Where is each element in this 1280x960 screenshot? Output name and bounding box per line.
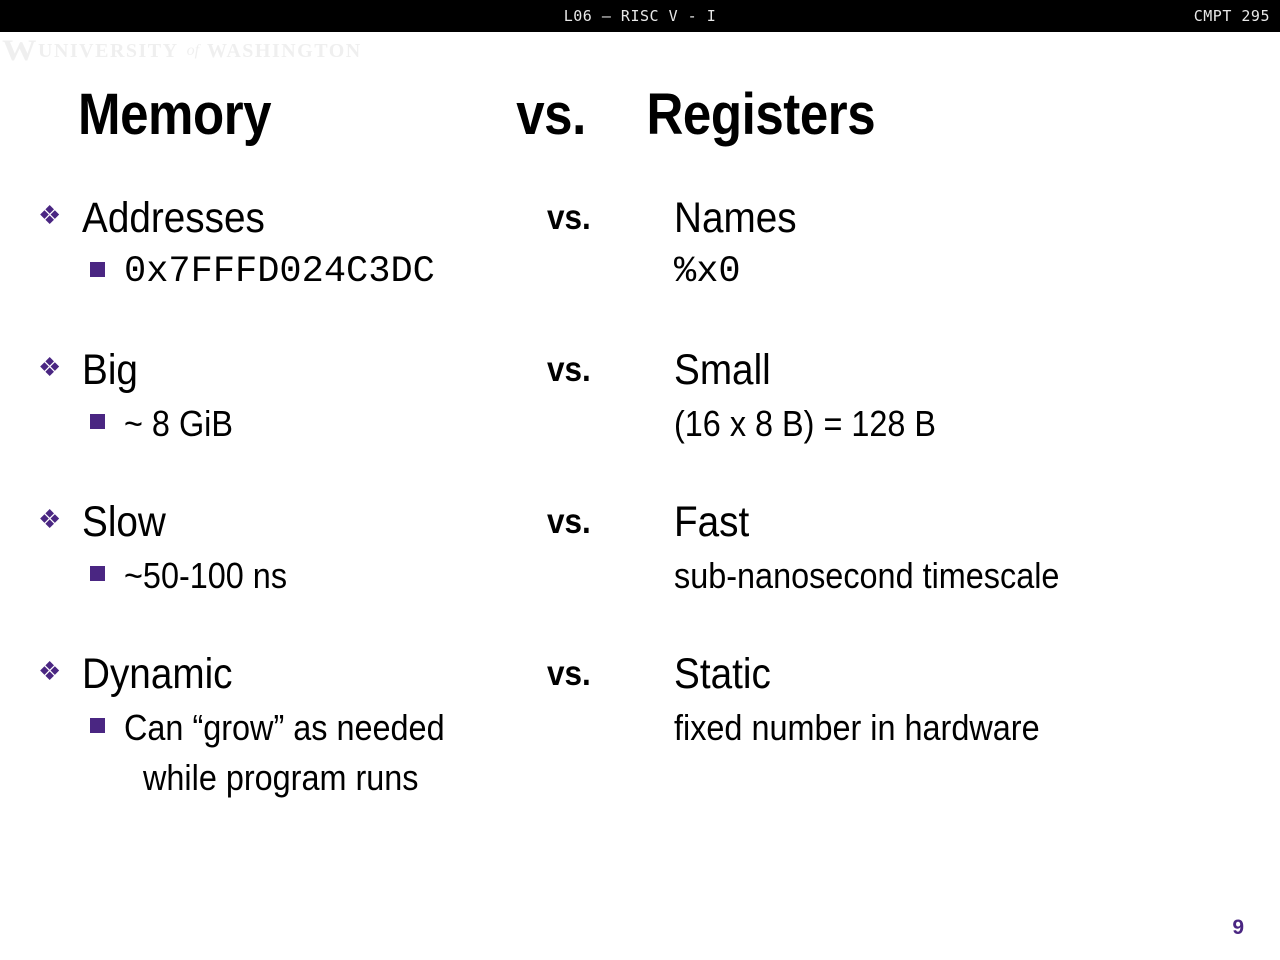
row-vs-label: vs.: [547, 654, 591, 693]
comparison-row-headline: ❖ Dynamic vs. Static: [0, 646, 1280, 702]
row-right-term: Small: [674, 346, 771, 394]
row-vs-label: vs.: [547, 350, 591, 389]
row-left-detail: ~ 8 GiB: [124, 403, 233, 444]
row-left-detail: ~50-100 ns: [124, 555, 288, 596]
comparison-row-headline: ❖ Addresses vs. Names: [0, 190, 1280, 246]
slide-title-vs: vs.: [516, 82, 586, 147]
row-right-term: Static: [674, 650, 771, 698]
row-left-term: Big: [82, 346, 138, 394]
slide-title-left: Memory: [78, 82, 272, 147]
diamond-bullet-icon: ❖: [38, 200, 62, 230]
slide-title: Memory vs. Registers: [78, 82, 1064, 148]
row-left-term: Dynamic: [82, 650, 233, 698]
comparison-row-detail: 0x7FFFD024C3DC %x0: [0, 246, 1280, 298]
slide-body: ❖ Addresses vs. Names 0x7FFFD024C3DC %x0…: [0, 190, 1280, 798]
row-right-detail: sub-nanosecond timescale: [674, 555, 1060, 596]
row-spacer: [0, 602, 1280, 646]
row-right-detail: %x0: [674, 251, 741, 293]
comparison-row: ❖ Addresses vs. Names 0x7FFFD024C3DC %x0: [0, 190, 1280, 342]
comparison-row-headline: ❖ Big vs. Small: [0, 342, 1280, 398]
diamond-bullet-icon: ❖: [38, 504, 62, 534]
comparison-row: ❖ Dynamic vs. Static Can “grow” as neede…: [0, 646, 1280, 798]
square-bullet-icon: [90, 566, 105, 581]
comparison-row-detail: Can “grow” as needed fixed number in har…: [0, 702, 1280, 798]
uw-logo-watermark: W UNIVERSITY of WASHINGTON: [2, 34, 362, 67]
row-right-detail: fixed number in hardware: [674, 707, 1040, 748]
diamond-bullet-icon: ❖: [38, 352, 62, 382]
uw-w-mark-icon: W: [2, 34, 37, 67]
row-right-detail: (16 x 8 B) = 128 B: [674, 403, 937, 444]
watermark-washington-label: WASHINGTON: [207, 39, 362, 62]
lecture-title: L06 — RISC V - I: [563, 7, 717, 25]
comparison-row: ❖ Slow vs. Fast ~50-100 ns sub-nanosecon…: [0, 494, 1280, 646]
row-right-term: Names: [674, 194, 797, 242]
comparison-row-detail: ~50-100 ns sub-nanosecond timescale: [0, 550, 1280, 602]
row-right-term: Fast: [674, 498, 750, 546]
watermark-of-label: of: [186, 42, 200, 59]
square-bullet-icon: [90, 718, 105, 733]
watermark-university-label: UNIVERSITY: [38, 39, 179, 62]
row-left-detail: 0x7FFFD024C3DC: [124, 251, 435, 293]
row-left-term: Addresses: [82, 194, 265, 242]
square-bullet-icon: [90, 262, 105, 277]
slide-title-right: Registers: [646, 82, 876, 147]
course-code: CMPT 295: [1193, 7, 1270, 25]
page-number: 9: [1232, 916, 1244, 939]
comparison-row-headline: ❖ Slow vs. Fast: [0, 494, 1280, 550]
comparison-row-detail: ~ 8 GiB (16 x 8 B) = 128 B: [0, 398, 1280, 450]
row-left-detail-line2: while program runs: [143, 757, 419, 798]
row-spacer: [0, 450, 1280, 494]
comparison-row: ❖ Big vs. Small ~ 8 GiB (16 x 8 B) = 128…: [0, 342, 1280, 494]
row-vs-label: vs.: [547, 198, 591, 237]
row-left-detail: Can “grow” as needed: [124, 707, 445, 748]
diamond-bullet-icon: ❖: [38, 656, 62, 686]
row-left-term: Slow: [82, 498, 166, 546]
row-spacer: [0, 298, 1280, 342]
square-bullet-icon: [90, 414, 105, 429]
row-vs-label: vs.: [547, 502, 591, 541]
slide-header-bar: L06 — RISC V - I CMPT 295: [0, 0, 1280, 32]
